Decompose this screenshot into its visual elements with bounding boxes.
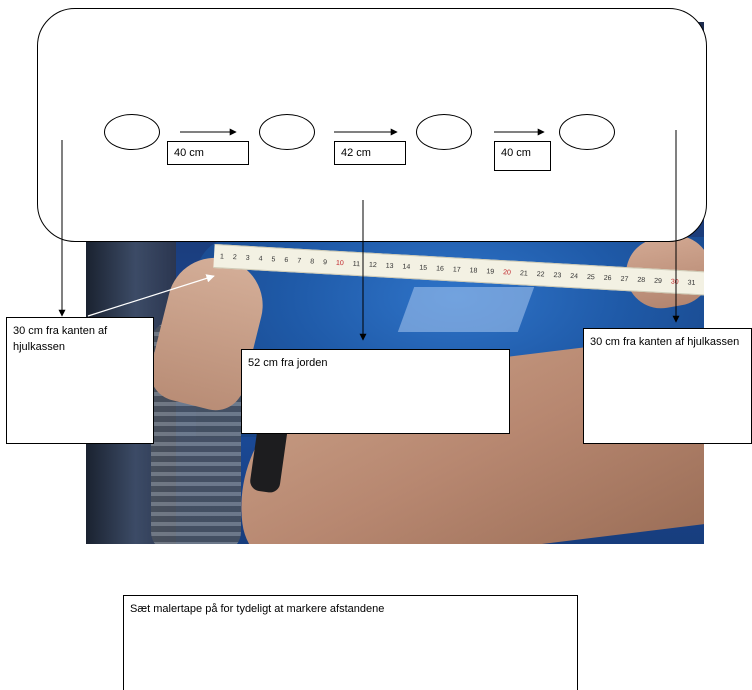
note-middle: 52 cm fra jorden [241,349,510,434]
distance-label-2: 42 cm [334,141,406,165]
tape-number: 2 [232,253,237,261]
tape-number: 9 [322,258,328,266]
tape-number: 25 [586,273,595,281]
tape-number: 31 [687,278,696,287]
distance-label-3: 40 cm [494,141,551,171]
marking-point-1 [104,114,160,150]
photo-reflection [397,287,535,332]
tape-number: 20 [502,268,512,277]
tape-number: 1 [219,252,225,261]
tape-number: 27 [620,275,629,283]
marking-point-4 [559,114,615,150]
tape-number: 19 [486,267,495,276]
note-right: 30 cm fra kanten af hjulkassen [583,328,752,444]
distance-text-3: 40 cm [501,147,531,159]
tape-number: 4 [258,255,263,263]
note-left: 30 cm fra kanten af hjulkassen [6,317,154,444]
note-middle-text: 52 cm fra jorden [248,357,328,369]
tape-number: 11 [352,260,361,268]
tape-number: 29 [653,277,663,285]
tape-number: 26 [603,274,612,282]
distance-label-1: 40 cm [167,141,249,165]
tape-number: 18 [469,266,478,275]
marking-point-2 [259,114,315,150]
tape-number: 8 [309,257,315,266]
note-left-text: 30 cm fra kanten af hjulkassen [13,325,108,353]
tape-number: 21 [519,269,528,278]
tape-number: 7 [297,257,302,265]
distance-text-2: 42 cm [341,147,371,159]
tape-number: 17 [452,265,461,274]
tape-number: 22 [536,270,545,278]
marking-point-3 [416,114,472,150]
tape-number: 12 [368,261,377,269]
note-right-text: 30 cm fra kanten af hjulkassen [590,336,740,348]
tape-number: 3 [245,254,250,262]
tape-number: 16 [435,264,445,273]
tape-number: 14 [402,263,411,271]
distance-text-1: 40 cm [174,147,204,159]
tape-number: 15 [419,263,428,272]
tape-number: 10 [335,259,344,267]
note-bottom: Sæt malertape på for tydeligt at markere… [123,595,578,690]
note-bottom-text: Sæt malertape på for tydeligt at markere… [130,603,385,615]
tape-number: 5 [271,255,276,263]
tape-number: 24 [570,272,579,280]
tape-number: 6 [284,256,289,264]
tape-number: 30 [670,278,679,286]
tape-number: 28 [637,276,646,284]
tape-number: 13 [385,262,394,270]
tape-number: 23 [553,271,562,279]
